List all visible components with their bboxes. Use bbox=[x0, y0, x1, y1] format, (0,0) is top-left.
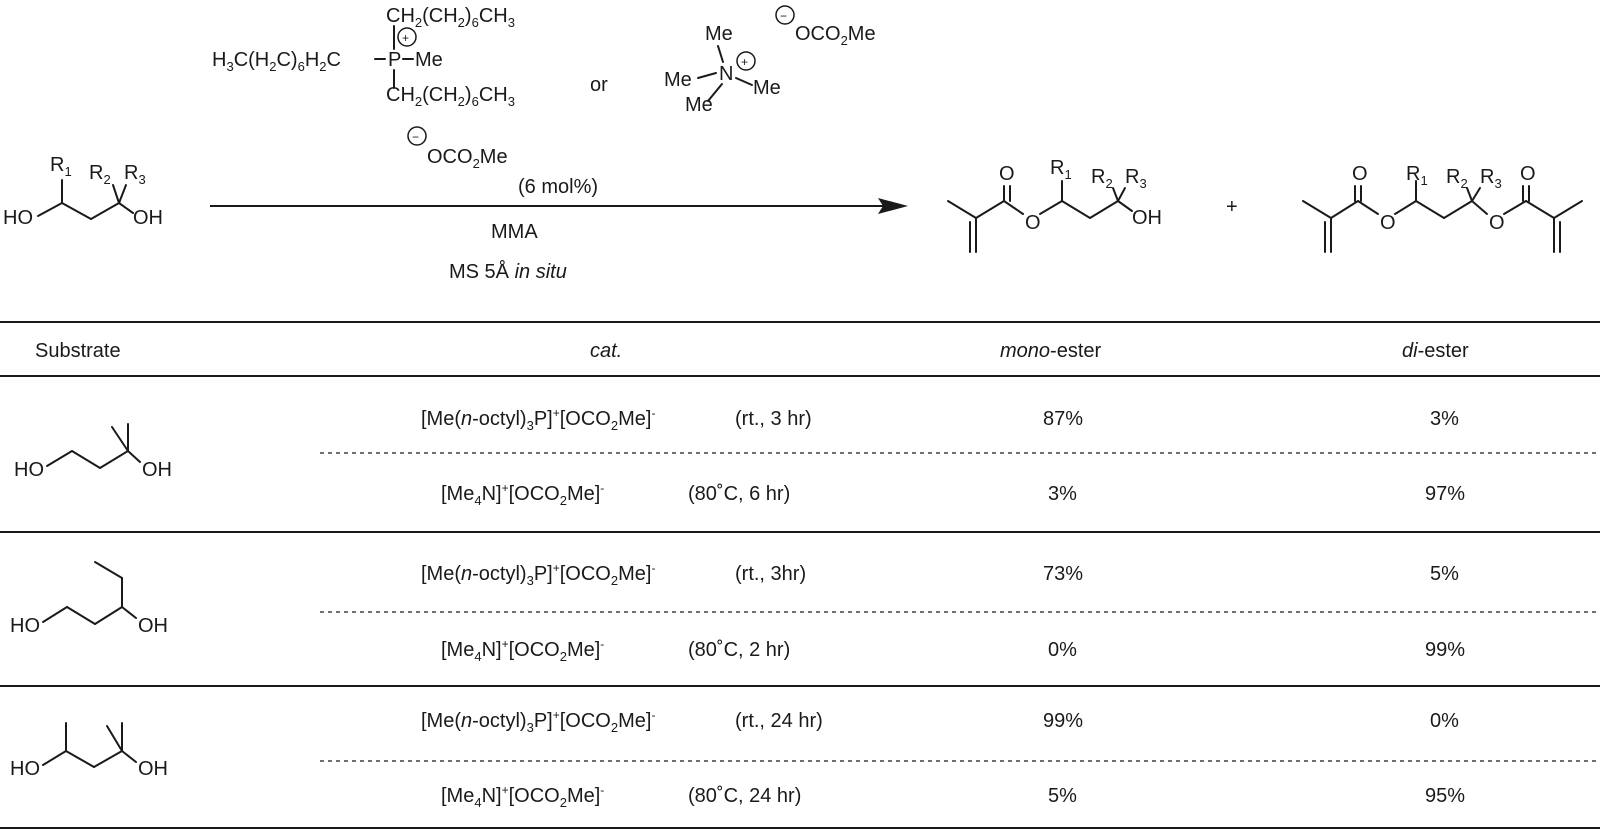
header-cat: cat. bbox=[590, 340, 622, 362]
table-row: [Me4N]+[OCO2Me]- (80˚C, 6 hr) 3% 97% bbox=[441, 481, 1465, 508]
substrate-3-structure: HO OH bbox=[10, 722, 168, 780]
svg-text:R3: R3 bbox=[124, 162, 146, 187]
svg-text:Me: Me bbox=[415, 49, 443, 71]
cat-cell: [Me4N]+[OCO2Me]- bbox=[441, 481, 604, 508]
svg-text:OH: OH bbox=[1132, 207, 1162, 229]
svg-text:R2: R2 bbox=[89, 162, 111, 187]
svg-text:OH: OH bbox=[133, 207, 163, 229]
svg-text:Me: Me bbox=[685, 94, 713, 116]
svg-text:R2: R2 bbox=[1091, 166, 1113, 191]
svg-text:Me: Me bbox=[753, 77, 781, 99]
svg-text:R3: R3 bbox=[1480, 166, 1502, 191]
mono-cell: 87% bbox=[1043, 408, 1083, 430]
mono-cell: 3% bbox=[1048, 483, 1077, 505]
svg-text:+: + bbox=[741, 55, 748, 69]
di-cell: 0% bbox=[1430, 710, 1459, 732]
svg-text:−: − bbox=[412, 130, 419, 144]
arrow-head-icon bbox=[878, 198, 908, 214]
header-mono-ester: mono-ester bbox=[1000, 340, 1101, 362]
svg-text:HO: HO bbox=[3, 207, 33, 229]
svg-text:Me: Me bbox=[705, 23, 733, 45]
svg-text:N: N bbox=[719, 63, 733, 85]
header-substrate: Substrate bbox=[35, 340, 121, 362]
svg-text:HO: HO bbox=[14, 459, 44, 481]
cat-cell: [Me4N]+[OCO2Me]- bbox=[441, 783, 604, 810]
di-cell: 5% bbox=[1430, 563, 1459, 585]
cond-cell: (80˚C, 6 hr) bbox=[688, 483, 790, 505]
mono-ester-product: O O R1 R2 R3 OH bbox=[947, 157, 1162, 253]
mono-cell: 99% bbox=[1043, 710, 1083, 732]
mono-cell: 0% bbox=[1048, 639, 1077, 661]
svg-text:OH: OH bbox=[142, 459, 172, 481]
svg-text:Me: Me bbox=[664, 69, 692, 91]
or-label: or bbox=[590, 74, 608, 96]
catalyst-loading: (6 mol%) bbox=[518, 176, 598, 198]
table-row: [Me4N]+[OCO2Me]- (80˚C, 2 hr) 0% 99% bbox=[441, 637, 1465, 664]
di-cell: 99% bbox=[1425, 639, 1465, 661]
mono-cell: 73% bbox=[1043, 563, 1083, 585]
svg-text:CH2(CH2)6CH3: CH2(CH2)6CH3 bbox=[386, 84, 515, 109]
cond-cell: (rt., 24 hr) bbox=[735, 710, 823, 732]
svg-text:O: O bbox=[1025, 212, 1041, 234]
svg-text:R1: R1 bbox=[1406, 163, 1428, 188]
table-row: [Me(n-octyl)3P]+[OCO2Me]- (rt., 3 hr) 87… bbox=[421, 406, 1459, 433]
substrate-1-structure: HO OH bbox=[14, 423, 172, 481]
svg-text:R2: R2 bbox=[1446, 166, 1468, 191]
svg-text:−: − bbox=[780, 9, 787, 23]
cond-cell: (rt., 3hr) bbox=[735, 563, 806, 585]
di-ester-product: O O R1 R2 R3 O O bbox=[1302, 163, 1583, 253]
svg-text:O: O bbox=[1489, 212, 1505, 234]
svg-text:+: + bbox=[402, 31, 409, 45]
di-cell: 97% bbox=[1425, 483, 1465, 505]
reagent-label: MMA bbox=[491, 221, 538, 243]
svg-text:O: O bbox=[999, 163, 1015, 185]
di-cell: 95% bbox=[1425, 785, 1465, 807]
svg-text:R1: R1 bbox=[50, 154, 72, 179]
ammonium-catalyst: Me Me N + Me Me − OCO2Me bbox=[664, 5, 876, 116]
generic-diol-substrate: HO R1 R2 R3 OH bbox=[3, 154, 163, 229]
cat-cell: [Me(n-octyl)3P]+[OCO2Me]- bbox=[421, 406, 655, 433]
svg-text:OCO2Me: OCO2Me bbox=[795, 23, 876, 48]
svg-text:R3: R3 bbox=[1125, 166, 1147, 191]
cond-cell: (80˚C, 24 hr) bbox=[688, 785, 801, 807]
cat-cell: [Me(n-octyl)3P]+[OCO2Me]- bbox=[421, 708, 655, 735]
cond-cell: (80˚C, 2 hr) bbox=[688, 639, 790, 661]
svg-text:H3C(H2C)6H2C: H3C(H2C)6H2C bbox=[212, 49, 341, 74]
phosphonium-catalyst: CH2(CH2)6CH3 + H3C(H2C)6H2C P Me CH2(CH2… bbox=[212, 5, 515, 171]
substrate-2-structure: HO OH bbox=[10, 561, 168, 637]
svg-text:CH2(CH2)6CH3: CH2(CH2)6CH3 bbox=[386, 5, 515, 30]
header-di-ester: di-ester bbox=[1402, 340, 1469, 362]
di-cell: 3% bbox=[1430, 408, 1459, 430]
svg-text:HO: HO bbox=[10, 615, 40, 637]
additive-label: MS 5Å in situ bbox=[449, 260, 567, 283]
svg-text:O: O bbox=[1380, 212, 1396, 234]
svg-text:OCO2Me: OCO2Me bbox=[427, 146, 508, 171]
cat-cell: [Me(n-octyl)3P]+[OCO2Me]- bbox=[421, 561, 655, 588]
svg-text:R1: R1 bbox=[1050, 157, 1072, 182]
svg-text:OH: OH bbox=[138, 615, 168, 637]
svg-text:HO: HO bbox=[10, 758, 40, 780]
table-row: [Me4N]+[OCO2Me]- (80˚C, 24 hr) 5% 95% bbox=[441, 783, 1465, 810]
cond-cell: (rt., 3 hr) bbox=[735, 408, 812, 430]
svg-text:O: O bbox=[1352, 163, 1368, 185]
results-table: Substrate cat. mono-ester di-ester HO OH… bbox=[0, 321, 1600, 829]
svg-text:O: O bbox=[1520, 163, 1536, 185]
table-row: [Me(n-octyl)3P]+[OCO2Me]- (rt., 3hr) 73%… bbox=[421, 561, 1459, 588]
svg-text:OH: OH bbox=[138, 758, 168, 780]
mono-cell: 5% bbox=[1048, 785, 1077, 807]
cat-cell: [Me4N]+[OCO2Me]- bbox=[441, 637, 604, 664]
table-row: [Me(n-octyl)3P]+[OCO2Me]- (rt., 24 hr) 9… bbox=[421, 708, 1459, 735]
plus-sign: + bbox=[1226, 196, 1238, 218]
svg-text:P: P bbox=[388, 49, 401, 71]
